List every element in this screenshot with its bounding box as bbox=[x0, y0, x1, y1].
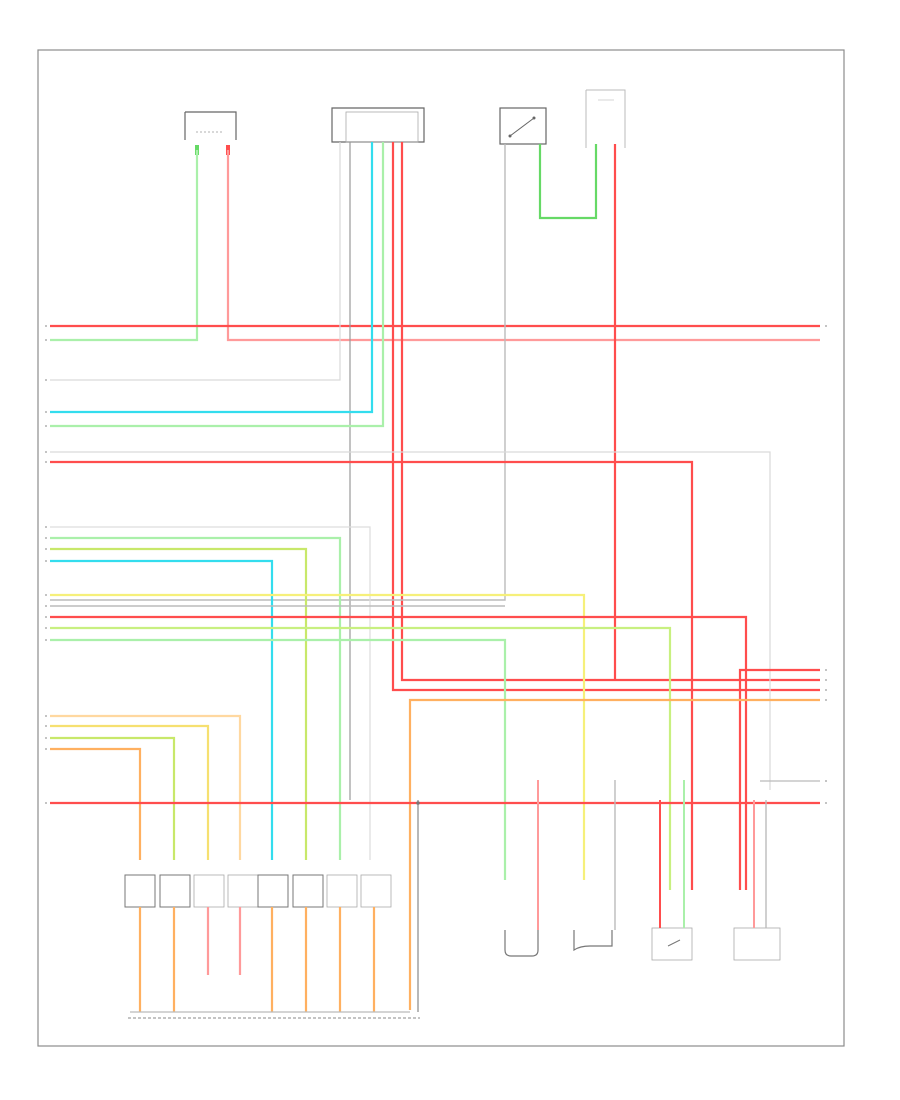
top-right-connector bbox=[585, 89, 626, 148]
heated-oxygen-sensor-2 bbox=[733, 800, 781, 961]
top-module bbox=[331, 107, 425, 143]
injector-lower-wires bbox=[130, 907, 410, 1013]
wire-harness bbox=[50, 142, 820, 1012]
right-terminal-markers bbox=[825, 325, 827, 804]
top-left-sensor bbox=[184, 111, 237, 155]
fuel-injectors bbox=[124, 874, 392, 908]
top-switch bbox=[499, 107, 547, 145]
diagram-frame bbox=[37, 49, 845, 1047]
heated-oxygen-sensor-1 bbox=[651, 780, 693, 961]
sensor-a bbox=[504, 780, 539, 957]
sensor-b bbox=[573, 780, 616, 952]
left-terminal-markers bbox=[45, 325, 47, 804]
splice-point bbox=[416, 801, 420, 805]
